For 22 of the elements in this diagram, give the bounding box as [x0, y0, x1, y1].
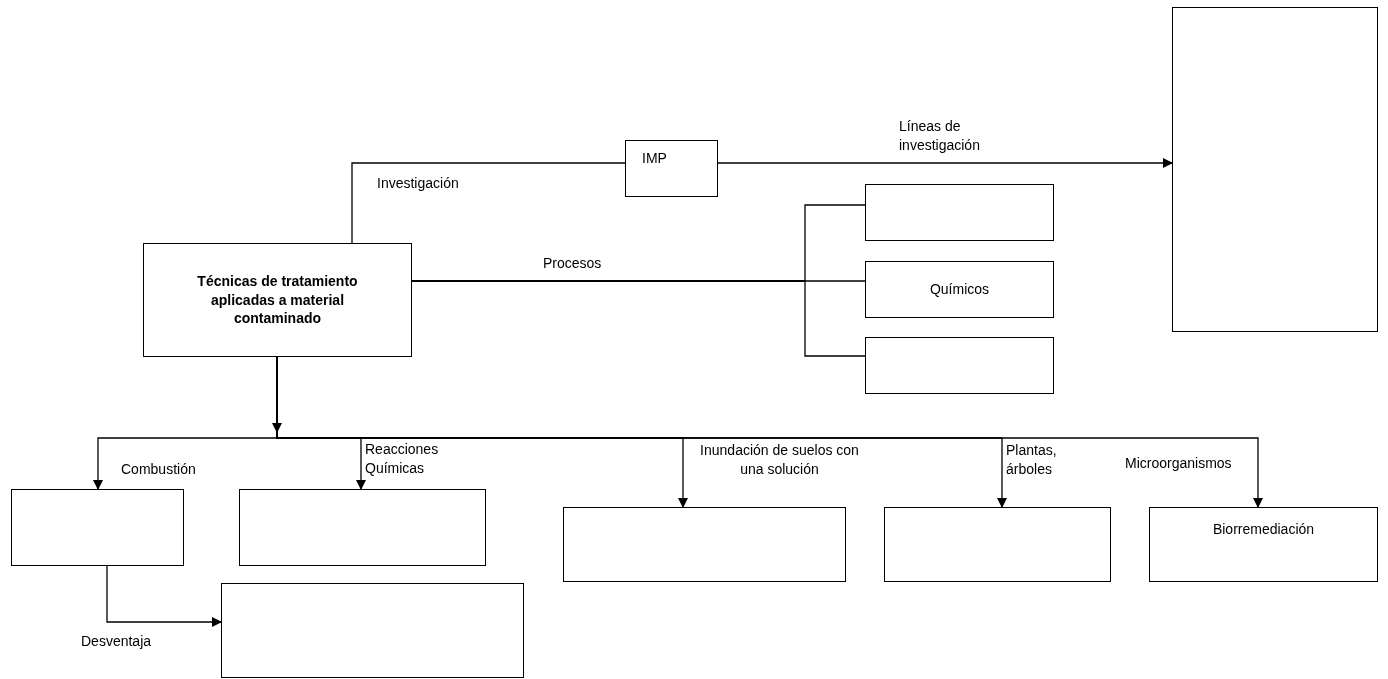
edge-label: Desventaja: [80, 632, 153, 651]
empty-box: [239, 489, 486, 566]
empty-box: [563, 507, 846, 582]
empty-box: [865, 184, 1054, 241]
edge-label: Investigación: [376, 174, 460, 193]
empty-box: [1172, 7, 1378, 332]
empty-box: [11, 489, 184, 566]
box-text: Químicos: [929, 280, 990, 299]
box-text: Biorremediación: [1212, 520, 1315, 539]
box-text: IMP: [642, 149, 667, 168]
process-box: [625, 140, 718, 197]
edge-label: Microorganismos: [1124, 454, 1233, 473]
empty-box: [221, 583, 524, 678]
connector-arrow: [717, 158, 1173, 168]
empty-box: [865, 337, 1054, 394]
box-text: Técnicas de tratamiento aplicadas a material contaminado: [196, 271, 359, 329]
process-box: [1149, 507, 1378, 582]
trunk-arrow: [272, 356, 282, 433]
empty-box: [884, 507, 1111, 582]
connector-arrow: [106, 565, 222, 627]
process-box: [865, 261, 1054, 318]
process-box: [143, 243, 412, 357]
